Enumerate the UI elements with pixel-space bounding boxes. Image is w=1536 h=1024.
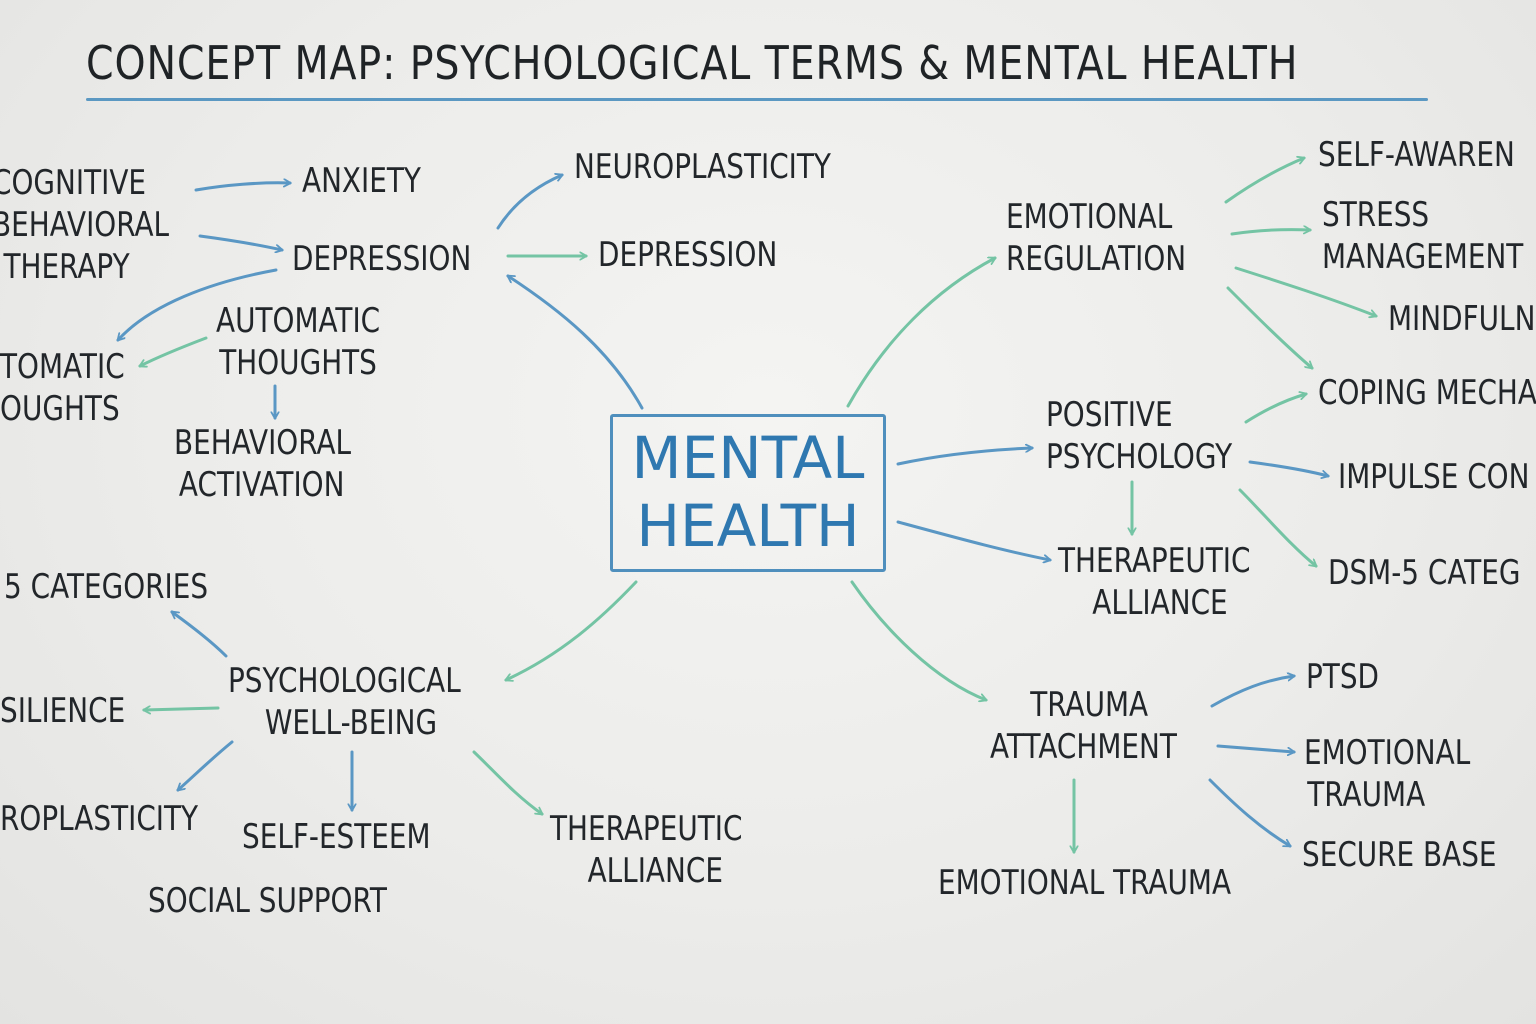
node-line: TRAUMA [1307,775,1426,815]
arrow-cbt-to-depression [198,234,282,250]
node-therapeutic-alliance-right: THERAPEUTIC ALLIANCE [1058,540,1250,624]
arrow-regulation-to-stress [1230,230,1310,236]
node-positive-psychology: POSITIVE PSYCHOLOGY [1046,394,1232,478]
node-line: ATTACHMENT [990,727,1177,767]
node-line: MANAGEMENT [1322,237,1524,277]
node-line: EMOTIONAL [1304,733,1471,773]
arrow-trauma-to-emotional-trauma [1216,744,1294,752]
node-trauma-attachment: TRAUMA ATTACHMENT [990,684,1177,768]
node-line: AUTOMATIC [216,301,381,341]
node-coping: COPING MECHA [1318,373,1536,413]
node-emotional-trauma-right: EMOTIONAL TRAUMA [1304,732,1470,816]
page-title: CONCEPT MAP: PSYCHOLOGICAL TERMS & MENTA… [86,36,1299,90]
arrow-wellbeing-to-therapeutic [472,750,542,816]
node-emotional-trauma-bottom: EMOTIONAL TRAUMA [938,863,1232,903]
node-line: POSITIVE [1046,395,1173,435]
node-line: ALLIANCE [1092,583,1228,623]
node-line: TOMATIC [0,347,125,387]
node-line: COGNITIVE [0,163,147,203]
central-node-line: MENTAL [631,424,865,492]
arrow-depression-to-neuroplasticity [496,175,562,230]
node-line: PSYCHOLOGY [1046,437,1233,477]
node-line: STRESS [1322,195,1430,235]
central-node-box [610,414,886,572]
node-line: PSYCHOLOGICAL [228,661,461,701]
node-social-support: SOCIAL SUPPORT [148,881,387,921]
node-cbt: COGNITIVE BEHAVIORAL THERAPY [0,162,169,288]
node-impulse-control: IMPULSE CON [1338,457,1530,497]
node-line: BEHAVIORAL [174,423,352,463]
arrow-wellbeing-to-resilience [144,708,220,710]
node-line: EMOTIONAL [1006,197,1173,237]
central-node-line: HEALTH [636,492,860,560]
node-ptsd: PTSD [1306,657,1380,697]
node-line: THERAPY [3,247,130,287]
node-behavioral-activation: BEHAVIORAL ACTIVATION [174,422,351,506]
node-line: ALLIANCE [587,851,723,891]
node-anxiety: ANXIETY [302,161,421,201]
node-mindfulness: MINDFULN [1388,299,1536,339]
node-line: THERAPEUTIC [1058,541,1251,581]
node-neuroplasticity-left: ROPLASTICITY [0,799,199,839]
arrow-center-to-psych-wellbeing [506,580,638,680]
node-line: THERAPEUTIC [550,809,743,849]
node-line: OUGHTS [0,389,120,429]
arrow-cbt-to-anxiety [194,183,290,192]
arrow-regulation-to-mindfulness [1234,266,1376,316]
node-line: WELL-BEING [264,703,438,743]
node-automatic-thoughts-left: TOMATIC OUGHTS [0,346,125,430]
node-dsm5-right: DSM-5 CATEG [1328,553,1521,593]
node-emotional-regulation: EMOTIONAL REGULATION [1006,196,1186,280]
arrow-center-to-trauma-attachment [850,580,986,700]
node-neuroplasticity-top: NEUROPLASTICITY [574,147,831,187]
arrow-wellbeing-to-neuroplasticity [176,740,234,792]
arrow-trauma-to-ptsd [1210,676,1294,708]
node-line: REGULATION [1006,239,1187,279]
node-line: THOUGHTS [219,343,377,383]
node-psychological-wellbeing: PSYCHOLOGICAL WELL-BEING [228,660,461,744]
arrow-wellbeing-to-dsm5 [172,610,228,658]
arrow-center-to-emotional-regulation [846,256,995,408]
node-self-esteem: SELF-ESTEEM [242,817,431,857]
arrow-positive-to-dsm5 [1238,488,1318,568]
node-therapeutic-alliance-bottom: THERAPEUTIC ALLIANCE [550,808,742,892]
arrow-regulation-to-coping [1226,286,1314,370]
arrow-positive-to-coping [1244,394,1306,424]
central-node: MENTAL HEALTH [610,424,886,560]
node-resilience: SILIENCE [0,691,126,731]
node-line: TRAUMA [1030,685,1149,725]
node-stress-management: STRESS MANAGEMENT [1322,194,1523,278]
arrow-regulation-to-self-awareness [1224,158,1304,204]
node-secure-base: SECURE BASE [1302,835,1497,875]
node-line: ACTIVATION [178,465,345,505]
node-self-awareness: SELF-AWAREN [1318,135,1515,175]
node-depression-main: DEPRESSION [292,239,472,279]
arrow-center-to-therapeutic-alliance [896,520,1050,560]
node-automatic-thoughts: AUTOMATIC THOUGHTS [216,300,380,384]
arrow-center-to-positive-psychology [896,448,1032,466]
node-line: BEHAVIORAL [0,205,170,245]
node-dsm5-left: 5 CATEGORIES [4,567,209,607]
arrow-trauma-to-secure-base [1208,778,1290,848]
arrow-automatic-thoughts-to-left [140,336,208,366]
arrow-center-to-depression [508,274,644,410]
arrow-positive-to-impulse [1248,460,1328,476]
title-underline [86,98,1428,101]
node-depression-right: DEPRESSION [598,235,778,275]
arrow-depression-to-automatic-thoughts-left [116,268,278,342]
